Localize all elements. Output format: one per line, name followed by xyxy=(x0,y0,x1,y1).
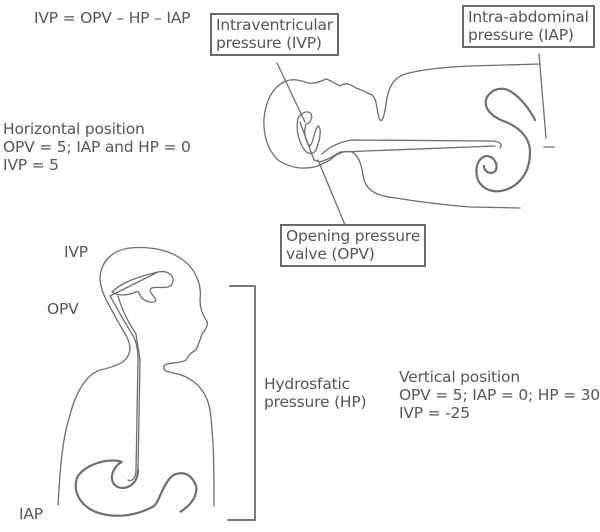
horizontal-body-upper-torso xyxy=(321,139,502,155)
vertical-face-profile xyxy=(163,319,215,507)
hp-bracket xyxy=(227,285,256,521)
callout-iap: Intra-abdominal pressure (IAP) xyxy=(462,5,595,48)
hp-label-line1: Hydrosfatic xyxy=(264,375,350,393)
hp-label: Hydrosfatic pressure (HP) xyxy=(264,375,367,411)
vertical-result: IVP = -25 xyxy=(399,404,470,422)
horizontal-title: Horizontal position xyxy=(3,120,145,138)
horizontal-ventricle xyxy=(296,111,321,155)
horizontal-position-block: Horizontal position OPV = 5; IAP and HP … xyxy=(3,120,191,174)
vertical-values: OPV = 5; IAP = 0; HP = 30 xyxy=(399,386,600,404)
formula-text: IVP = OPV – HP – IAP xyxy=(34,9,191,27)
vertical-label-ivp: IVP xyxy=(64,243,88,261)
vertical-body-figure xyxy=(57,246,256,521)
callout-iap-line2: pressure (IAP) xyxy=(468,26,574,44)
horizontal-body-lower xyxy=(329,150,521,209)
hp-label-line2: pressure (HP) xyxy=(264,393,367,411)
vertical-body-outline-left xyxy=(57,246,207,506)
horizontal-body-outline xyxy=(263,63,541,169)
iap-pointer-line xyxy=(538,53,547,139)
horizontal-values: OPV = 5; IAP and HP = 0 xyxy=(3,138,191,156)
horizontal-result: IVP = 5 xyxy=(3,156,59,174)
callout-opv-line1: Opening pressure xyxy=(286,227,421,245)
vertical-intestine xyxy=(74,459,198,517)
callout-iap-line1: Intra-abdominal xyxy=(468,8,589,26)
horizontal-body-figure xyxy=(263,53,555,226)
callout-ivp-line1: Intraventricular xyxy=(216,16,333,34)
horizontal-shunt xyxy=(299,121,496,163)
callout-opv-line2: valve (OPV) xyxy=(286,245,375,263)
vertical-label-iap: IAP xyxy=(19,505,43,523)
opv-pointer-line xyxy=(317,159,346,226)
callout-opv: Opening pressure valve (OPV) xyxy=(280,224,427,267)
vertical-position-block: Vertical position OPV = 5; IAP = 0; HP =… xyxy=(399,368,600,422)
vertical-label-opv: OPV xyxy=(47,300,79,318)
ivp-pointer-line xyxy=(276,62,306,123)
vertical-title: Vertical position xyxy=(399,368,520,386)
vertical-shunt-parallel xyxy=(117,295,141,471)
vertical-ventricle xyxy=(111,270,174,303)
callout-ivp-line2: pressure (IVP) xyxy=(216,34,322,52)
horizontal-intestine xyxy=(475,87,537,193)
callout-ivp: Intraventricular pressure (IVP) xyxy=(210,13,339,56)
vertical-shunt xyxy=(109,271,159,482)
